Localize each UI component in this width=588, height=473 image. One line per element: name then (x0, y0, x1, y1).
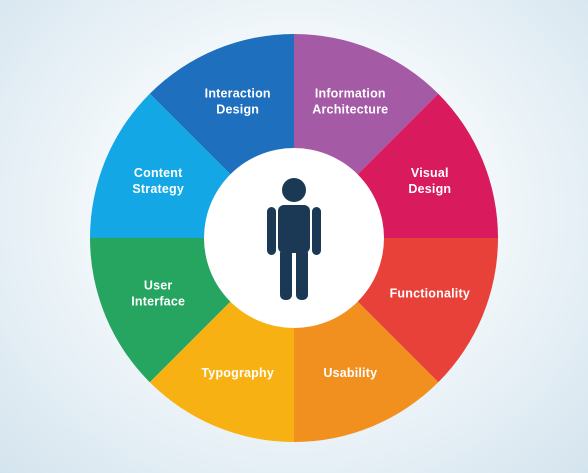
label-typography-line-1: Typography (201, 366, 274, 380)
label-user-interface-line-2: Interface (131, 295, 185, 309)
label-content-strategy-line-2: Strategy (132, 182, 184, 196)
label-interaction-design-line-2: Design (216, 102, 259, 116)
label-user-interface-line-1: User (144, 279, 173, 293)
label-functionality-line-1: Functionality (390, 287, 470, 301)
label-content-strategy-line-1: Content (134, 166, 183, 180)
figure-torso (278, 205, 310, 253)
figure-right-arm (312, 207, 321, 255)
figure-right-leg (296, 248, 308, 300)
label-usability-line-1: Usability (323, 366, 377, 380)
label-visual-design-line-2: Design (408, 182, 451, 196)
figure-left-leg (280, 248, 292, 300)
label-visual-design-line-1: Visual (411, 166, 449, 180)
label-interaction-design-line-1: Interaction (205, 86, 271, 100)
figure-left-arm (267, 207, 276, 255)
label-information-architecture-line-2: Architecture (312, 102, 388, 116)
label-information-architecture-line-1: Information (315, 86, 386, 100)
figure-head (282, 178, 306, 202)
user-figure-icon (267, 178, 321, 300)
